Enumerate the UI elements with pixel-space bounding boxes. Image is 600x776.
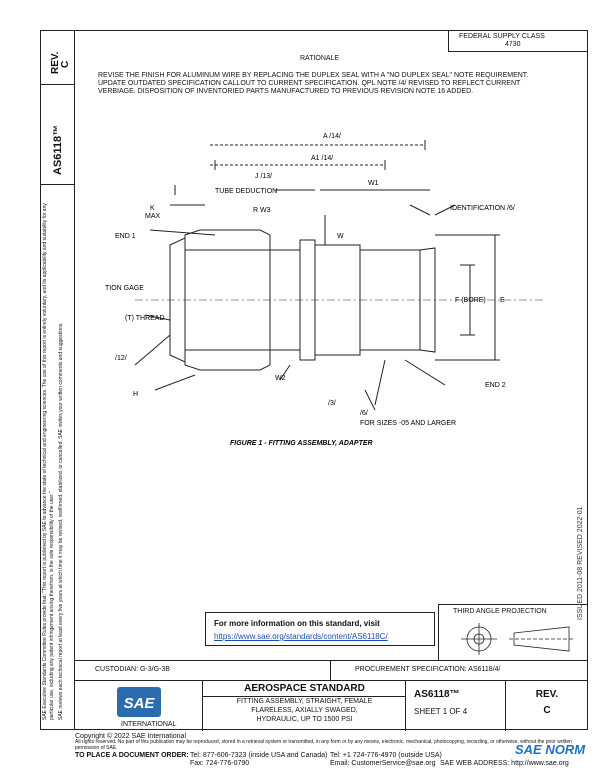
label-n3: /3/ — [328, 400, 336, 407]
projection-symbol-icon — [461, 623, 574, 655]
projection-label: THIRD ANGLE PROJECTION — [453, 608, 547, 615]
label-sizes: FOR SIZES -05 AND LARGER — [360, 420, 456, 427]
label-max: MAX — [145, 213, 161, 220]
disclaimer-text-2: SAE reviews each technical report at lea… — [58, 322, 64, 720]
label-e: E — [500, 297, 505, 304]
label-r-w3: R W3 — [253, 207, 271, 214]
label-w: W — [337, 233, 344, 240]
label-tion-gage: TION GAGE — [105, 285, 144, 292]
label-end2: END 2 — [485, 382, 506, 389]
copyright: Copyright © 2022 SAE International — [75, 733, 187, 740]
web-address: SAE WEB ADDRESS: http://www.sae.org — [440, 760, 569, 767]
label-w2: W2 — [275, 375, 286, 382]
rev-value: C — [60, 60, 71, 68]
rev-box: REV. C — [40, 30, 75, 85]
doc-number: AS6118™ — [414, 689, 460, 700]
label-n12: /12/ — [115, 355, 127, 362]
tel-domestic: Tel: 877-606-7323 (inside USA and Canada… — [190, 752, 328, 759]
left-column: REV. C AS6118™ SAE Executive Standards C… — [40, 30, 75, 730]
custodian-row: CUSTODIAN: G-3/G-3B PROCUREMENT SPECIFIC… — [75, 660, 588, 681]
disclaimer-text: SAE Executive Standards Committee Rules … — [42, 203, 55, 720]
sae-logo-sub: INTERNATIONAL — [121, 721, 177, 728]
label-end1: END 1 — [115, 233, 136, 240]
title-line-2: FLARELESS, AXIALLY SWAGED, — [251, 707, 358, 714]
rationale-body: REVISE THE FINISH FOR ALUMINUM WIRE BY R… — [98, 72, 529, 95]
doc-number-vertical: AS6118™ — [52, 124, 64, 175]
standard-link[interactable]: https://www.sae.org/standards/content/AS… — [214, 632, 388, 641]
sae-logo-icon: SAE — [117, 687, 161, 717]
info-box-text: For more information on this standard, v… — [214, 619, 380, 628]
label-w1: W1 — [368, 180, 379, 187]
info-box: For more information on this standard, v… — [205, 612, 435, 646]
projection-box: THIRD ANGLE PROJECTION — [438, 604, 588, 660]
doc-cell: AS6118™ SHEET 1 OF 4 — [406, 681, 506, 731]
rights-text: All rights reserved. No part of this pub… — [75, 739, 572, 751]
label-a: A /14/ — [323, 133, 341, 140]
aerospace-standard: AEROSPACE STANDARD — [203, 683, 406, 697]
sae-logo-cell: SAE INTERNATIONAL — [75, 681, 203, 731]
svg-text:SAE: SAE — [124, 695, 156, 712]
supply-class-box: FEDERAL SUPPLY CLASS 4730 — [448, 30, 588, 52]
label-f-bore: F (BORE) — [455, 297, 486, 304]
supply-class-label: FEDERAL SUPPLY CLASS — [459, 33, 545, 40]
sheet-frame — [40, 30, 588, 730]
label-k: K — [150, 205, 155, 212]
figure-caption: FIGURE 1 - FITTING ASSEMBLY, ADAPTER — [230, 440, 373, 447]
title-rev-value: C — [543, 705, 551, 716]
tel-international: Tel: +1 724-776-4970 (outside USA) — [330, 752, 442, 759]
label-n6: /6/ — [360, 410, 368, 417]
issue-dates: ISSUED 2011-08 REVISED 2022-01 — [577, 506, 584, 621]
sheet-number: SHEET 1 OF 4 — [414, 707, 468, 716]
rationale-heading: RATIONALE — [300, 55, 340, 62]
title-line-3: HYDRAULIC, UP TO 1500 PSI — [256, 716, 353, 723]
rev-cell: REV. C — [506, 681, 588, 731]
label-ident: IDENTIFICATION /6/ — [450, 205, 515, 212]
label-h: H — [133, 391, 138, 398]
label-a1: A1 /14/ — [311, 155, 333, 162]
title-line-1: FITTING ASSEMBLY, STRAIGHT, FEMALE — [236, 698, 373, 705]
watermark: SAE NORM — [515, 742, 586, 757]
label-tube-deduction: TUBE DEDUCTION — [215, 188, 277, 195]
label-t-thread: (T) THREAD — [125, 315, 165, 322]
custodian: CUSTODIAN: G-3/G-3B — [95, 666, 170, 673]
label-j: J /13/ — [255, 173, 272, 180]
title-rev-label: REV. — [535, 689, 559, 700]
fitting-assembly-drawing: A /14/ A1 /14/ J /13/ TUBE DEDUCTION W1 … — [105, 133, 545, 447]
title-cell: AEROSPACE STANDARD FITTING ASSEMBLY, STR… — [203, 681, 406, 731]
supply-class-value: 4730 — [505, 41, 521, 48]
procurement-spec: PROCUREMENT SPECIFICATION: AS6118/4/ — [355, 666, 501, 673]
doc-number-box: AS6118™ — [40, 85, 75, 185]
fax: Fax: 724-776-0790 — [190, 760, 250, 767]
email: Email: CustomerService@sae.org — [330, 760, 436, 767]
title-block: SAE INTERNATIONAL AEROSPACE STANDARD FIT… — [75, 680, 588, 731]
order-label: TO PLACE A DOCUMENT ORDER: — [75, 752, 189, 759]
